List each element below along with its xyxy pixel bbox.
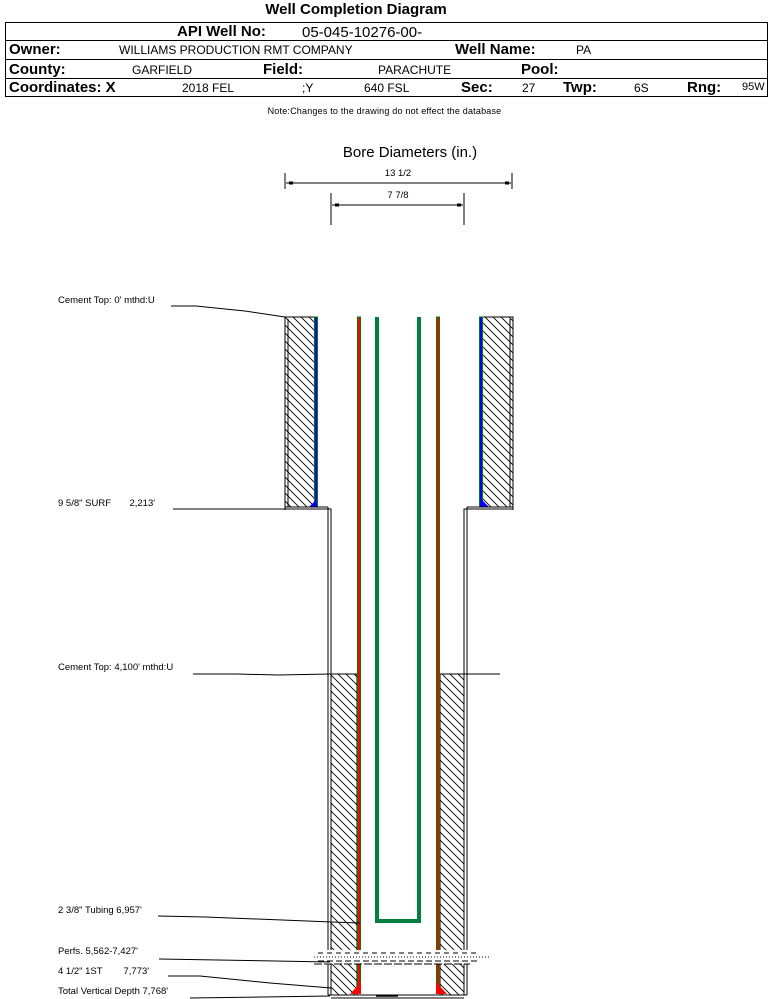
field-value: PARACHUTE xyxy=(378,63,452,77)
county-label: County: xyxy=(9,61,66,78)
well-name-value: PA xyxy=(576,43,592,57)
cement-top-surface-label: Cement Top: 0' mthd:U xyxy=(58,295,155,306)
sec-value: 27 xyxy=(522,81,536,95)
owner-value: WILLIAMS PRODUCTION RMT COMPANY xyxy=(119,43,353,57)
perforations-label: Perfs. 5,562-7,427' xyxy=(58,946,138,957)
rng-value: 95W xyxy=(742,81,765,93)
production-casing-right xyxy=(436,316,440,994)
bore-dimension-7-7-8: 7 7/8 xyxy=(330,190,465,225)
api-value: 05-045-10276-00- xyxy=(302,24,423,41)
surface-cement-left xyxy=(284,316,316,510)
hole-bottom xyxy=(328,994,467,999)
owner-label: Owner: xyxy=(9,41,61,58)
tubing-label: 2 3/8" Tubing 6,957' xyxy=(58,905,142,916)
surface-casing-left xyxy=(314,316,318,508)
surface-casing-right xyxy=(479,316,483,508)
coord-y-label: ;Y xyxy=(302,81,314,95)
bore-label-2: 7 7/8 xyxy=(387,190,408,201)
production-casing-label: 4 1/2" 1ST 7,773' xyxy=(58,966,149,977)
api-label: API Well No: xyxy=(177,23,266,40)
drawing-note: Note:Changes to the drawing do not effec… xyxy=(267,106,502,116)
api-row: API Well No: 05-045-10276-00- xyxy=(6,23,767,41)
perforations xyxy=(314,950,494,965)
well-name-label: Well Name: xyxy=(455,41,536,58)
total-depth-label: Total Vertical Depth 7,768' xyxy=(58,986,168,997)
bore-dimension-13-1-2: 13 1/2 xyxy=(284,168,513,189)
production-casing-left xyxy=(357,316,361,994)
sec-label: Sec: xyxy=(461,79,493,96)
well-info-table: API Well No: 05-045-10276-00- Owner: WIL… xyxy=(5,22,768,97)
surface-casing-shoe-right xyxy=(481,499,489,507)
production-cement-left xyxy=(330,673,358,996)
tubing xyxy=(375,317,421,923)
surface-cement-right xyxy=(480,316,514,510)
production-cement-right xyxy=(439,673,465,996)
rng-label: Rng: xyxy=(687,79,722,96)
coord-x-value: 2018 FEL xyxy=(182,81,235,95)
field-label: Field: xyxy=(263,61,303,78)
production-casing-shoe-right xyxy=(436,982,447,994)
county-value: GARFIELD xyxy=(132,63,193,77)
coord-x-label: Coordinates: X xyxy=(9,79,116,96)
page-title: Well Completion Diagram xyxy=(265,1,447,18)
surface-casing-label: 9 5/8" SURF 2,213' xyxy=(58,498,155,509)
cement-top-production-label: Cement Top: 4,100' mthd:U xyxy=(58,662,173,673)
bore-diameters-title: Bore Diameters (in.) xyxy=(343,144,477,161)
twp-value: 6S xyxy=(634,81,649,95)
county-row: County: GARFIELD Field: PARACHUTE Pool: xyxy=(6,60,767,79)
coord-y-value: 640 FSL xyxy=(364,81,410,95)
surface-casing-shoe-left xyxy=(309,499,317,507)
pool-label: Pool: xyxy=(521,61,559,78)
production-casing-shoe-left xyxy=(350,982,361,994)
owner-row: Owner: WILLIAMS PRODUCTION RMT COMPANY W… xyxy=(6,41,767,60)
leader-lines xyxy=(157,305,500,999)
bore-label-1: 13 1/2 xyxy=(385,168,411,179)
coordinates-row: Coordinates: X 2018 FEL ;Y 640 FSL Sec: … xyxy=(6,79,767,97)
twp-label: Twp: xyxy=(563,79,597,96)
